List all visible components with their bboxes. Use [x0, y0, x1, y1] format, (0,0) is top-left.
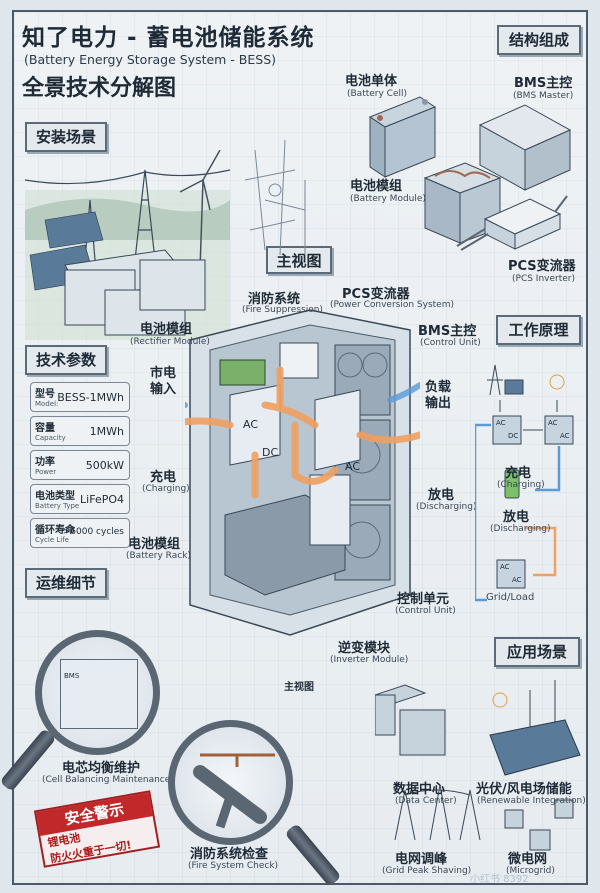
principle-dc-label: DC	[508, 432, 519, 440]
bess-cabinet-illustration	[185, 309, 420, 636]
pcs-label: PCS变流器	[342, 287, 410, 302]
param-key-en: Power	[35, 468, 57, 476]
fire-check-sublabel: (Fire System Check)	[188, 861, 279, 871]
principle-ac-label: AC	[496, 419, 506, 427]
data-center-sublabel: (Data Center)	[395, 796, 457, 806]
bms-master-sublabel: (BMS Master)	[513, 91, 574, 101]
microgrid-sublabel: (Microgrid)	[506, 866, 555, 876]
param-key: 循环寿命	[35, 525, 75, 536]
principle-discharging-sublabel: (Discharging)	[490, 524, 551, 534]
control-unit-label: 控制单元	[397, 592, 450, 607]
inverter-module-sublabel: (Inverter Module)	[330, 655, 409, 665]
grid-load-label: Grid/Load	[486, 592, 535, 603]
renewable-label: 光伏/风电场储能	[476, 782, 572, 797]
inverter-module-label: 逆变模块	[338, 641, 391, 656]
pcs-connector-icon	[456, 195, 568, 251]
bms-master-icon	[478, 104, 572, 191]
magnifier-fire-nozzle	[168, 720, 293, 845]
param-key: 容量	[35, 423, 55, 434]
magnifier-bms-screen: BMS	[35, 630, 160, 755]
bms-master-label: BMS主控	[514, 76, 573, 91]
battery-module-label: 电池模组	[350, 179, 403, 194]
battery-rack-sublabel: (Battery Rack)	[126, 551, 191, 561]
fire-nozzle-icon	[193, 753, 275, 829]
principle-ac4-label: AC	[500, 563, 510, 571]
cell-balancing-label: 电芯均衡维护	[62, 761, 141, 776]
principle-discharging-label: 放电	[503, 510, 530, 525]
working-principle-diagram	[475, 364, 574, 602]
installation-scene-illustration	[25, 150, 231, 340]
fire-suppression-label: 消防系统	[248, 292, 301, 307]
principle-ac5-label: AC	[512, 576, 522, 584]
bms-screen-label: BMS	[60, 659, 138, 729]
applications-illustrations	[375, 680, 581, 851]
bms-control-label: BMS主控	[418, 324, 477, 339]
param-key-en: Capacity	[35, 434, 66, 442]
section-maintenance: 运维细节	[25, 568, 107, 598]
grid-input-label: 市电输入	[150, 366, 177, 397]
param-key-en: Battery Type	[35, 502, 80, 510]
rectifier-module-label: 电池模组	[140, 322, 193, 337]
fire-suppression-sublabel: (Fire Suppression)	[242, 305, 323, 315]
principle-ac2-label: AC	[548, 419, 558, 427]
section-principle: 工作原理	[496, 315, 581, 345]
peak-shaving-label: 电网调峰	[395, 852, 448, 867]
page-title-2: 全景技术分解图	[22, 76, 177, 101]
renewable-sublabel: (Renewable Integration)	[477, 796, 586, 806]
param-key: 电池类型	[35, 491, 75, 502]
principle-ac3-label: AC	[560, 432, 570, 440]
rectifier-ac-label: AC	[243, 418, 259, 431]
param-value: >6000 cycles	[62, 527, 124, 537]
section-install: 安装场景	[25, 122, 107, 152]
discharging-label: 放电	[428, 488, 455, 503]
section-applications: 应用场景	[494, 637, 580, 667]
pcs-inverter-sublabel: (PCS Inverter)	[512, 274, 575, 284]
param-key: 型号	[35, 389, 55, 400]
rectifier-module-sublabel: (Rectifier Module)	[130, 337, 210, 347]
tower-sketch-icon	[244, 140, 306, 256]
param-value: 500kW	[85, 459, 124, 472]
page-title: 知了电力 - 蓄电池储能系统	[22, 25, 315, 51]
microgrid-label: 微电网	[508, 852, 548, 867]
pcs-inverter-label: PCS变流器	[508, 259, 576, 274]
cell-balancing-sublabel: (Cell Balancing Maintenance)	[42, 775, 174, 785]
section-structure: 结构组成	[497, 25, 581, 55]
peak-shaving-sublabel: (Grid Peak Shaving)	[382, 866, 472, 876]
data-center-label: 数据中心	[393, 782, 446, 797]
pcs-sublabel: (Power Conversion System)	[330, 300, 454, 310]
control-unit-sublabel: (Control Unit)	[395, 606, 456, 616]
param-key-en: Cycle Life	[35, 536, 69, 544]
principle-charging-label: 充电	[505, 466, 532, 481]
discharging-sublabel: (Discharging)	[416, 502, 477, 512]
rectifier-dc-label: DC	[262, 446, 279, 459]
watermark: 小红书 8392	[470, 874, 529, 885]
charging-label: 充电	[150, 470, 177, 485]
principle-charging-sublabel: (Charging)	[497, 480, 545, 490]
battery-module-sublabel: (Battery Module)	[350, 194, 426, 204]
charging-sublabel: (Charging)	[142, 484, 190, 494]
section-main-view: 主视图	[266, 246, 332, 274]
page-subtitle: (Battery Energy Storage System - BESS)	[24, 52, 277, 67]
param-value: LiFePO4	[80, 493, 124, 506]
load-output-label: 负载输出	[425, 380, 452, 411]
inverter-ac-label: AC	[345, 460, 361, 473]
battery-cell-label: 电池单体	[345, 74, 398, 89]
main-view-caption: 主视图	[284, 682, 314, 693]
fire-check-label: 消防系统检查	[190, 847, 269, 862]
param-value: BESS-1MWh	[57, 391, 124, 404]
bms-control-sublabel: (Control Unit)	[420, 338, 481, 348]
param-key: 功率	[35, 457, 55, 468]
section-params: 技术参数	[25, 345, 107, 375]
param-value: 1MWh	[89, 425, 124, 438]
battery-cell-icon	[368, 96, 437, 178]
battery-rack-label: 电池模组	[128, 537, 181, 552]
battery-cell-sublabel: (Battery Cell)	[347, 89, 408, 99]
display-panel	[219, 359, 266, 386]
param-key-en: Model:	[35, 400, 59, 408]
